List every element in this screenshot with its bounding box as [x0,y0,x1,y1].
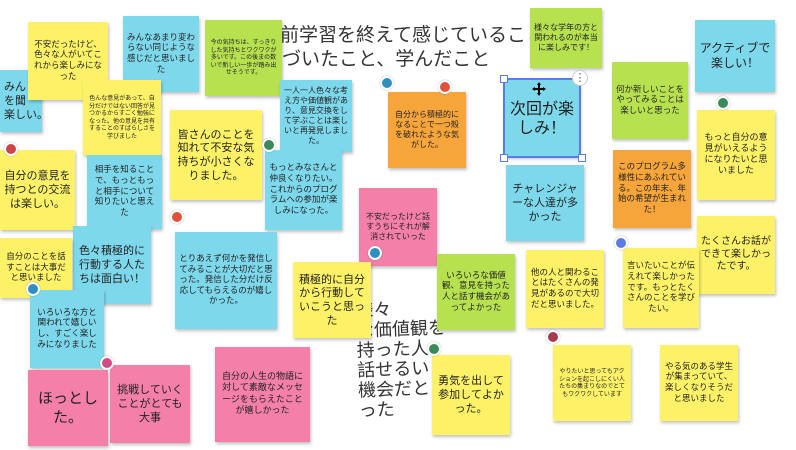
sticky-note[interactable]: 勇気を出して参加してよかった。 [432,355,510,435]
sticky-note[interactable]: たくさんお話ができて楽しかったです。 [697,216,775,294]
collaborator-pin-icon[interactable] [100,356,114,370]
sticky-note[interactable]: 相手を知ることで、もっともっと相手について知りたいと思えた [87,155,162,229]
collaborator-pin-icon[interactable] [438,80,452,94]
collaborator-pin-icon[interactable] [614,236,628,250]
sticky-note[interactable]: 様々な学年の方と関われるのが本当に楽しみです！ [530,8,602,68]
board-title-line2: づいたこと、学んだこと [282,48,491,70]
sticky-note[interactable]: 一人一人色々な考え方や価値観があり、意見交換をして学ぶことは楽しいと再発見しまし… [280,80,352,152]
sticky-note[interactable]: 色んな意見があって、自分だけではない回答が見つかるからすごく勉強になった。他の意… [83,80,161,155]
sticky-note[interactable]: アクティブで楽しい！ [695,20,775,92]
more-options-icon[interactable]: ⋮ [572,70,588,86]
collaborator-pin-icon[interactable] [4,142,18,156]
sticky-note[interactable]: 挑戦していくことがとても大事 [110,365,190,443]
sticky-note[interactable]: 他の人と関わることはたくさんの発見があるので大切だと思いました。 [526,250,604,328]
sticky-note[interactable]: もっとみなさんと仲良くなりたい。これからのプログラムへの参加が楽しみになった。 [265,150,342,230]
sticky-note[interactable]: ほっとした。 [28,370,108,446]
sticky-note[interactable]: 言いたいことが伝えれて楽しかったです。もっとたくさんのことを学びたい。 [623,248,699,328]
sticky-note[interactable]: このプログラム多様性にあふれている。この年末、年始の希望が生まれた！ [613,150,691,228]
sticky-note[interactable]: 積極的に自分から行動していこうと思った [293,262,371,338]
sticky-note-selected[interactable]: 次回が楽しみ！ [504,79,580,157]
collaborator-pin-icon[interactable] [427,342,441,356]
board-title-line1: 前学習を終えて感じていること [280,24,546,46]
sticky-note[interactable]: 皆さんのことを知れて不安な気持ちが小さくなりました。 [170,110,262,200]
sticky-note[interactable]: みんなあまり変わらない同じような感じだと思いました [123,16,199,92]
collaborator-pin-icon[interactable] [170,210,184,224]
sticky-note[interactable]: 自分の意見を持つとの交流は楽しい。 [0,150,75,230]
collaborator-pin-icon[interactable] [716,96,730,110]
sticky-note[interactable]: チャレンジャーな人達が多かった [506,165,584,241]
move-cursor-icon [532,82,546,96]
collaborator-pin-icon[interactable] [262,138,276,152]
sticky-note[interactable]: いろいろな価値観、意見を持った人と話す機会があってよかった [437,254,515,330]
sticky-note[interactable]: 自分から積極的になることで一つ殻を破れたような気がした。 [388,92,466,168]
sticky-note[interactable]: もっと自分の意見がいえるようになりたいと思いました [697,110,775,200]
sticky-note[interactable]: 色々積極的に行動する人たちは面白い！ [73,226,151,304]
resize-handle[interactable] [500,154,508,162]
sticky-note[interactable]: やる気のある学生が集まっていて、楽しくなりそうだと思いました [660,345,738,421]
collaborator-pin-icon[interactable] [368,246,382,260]
collaborator-pin-icon[interactable] [26,282,40,296]
sticky-note[interactable]: とりあえず何かを発信してみることが大切だと思った。発信した分だけ反応してもらえる… [175,232,277,329]
resize-handle[interactable] [578,154,586,162]
collaborator-pin-icon[interactable] [546,330,560,344]
resize-handle[interactable] [500,75,508,83]
sticky-note[interactable]: 自分の人生の物語に対して素敵なメッセージをもらえたことが嬉しかった [215,347,310,442]
collaborator-pin-icon[interactable] [380,76,394,90]
sticky-note[interactable]: 不安だったけど話すうちにそれが解消されていった [359,188,437,266]
sticky-note[interactable]: 今の気持ちは、すっきりした気持ちとワクワクが多いです。この後まの数いで新しい一歩… [205,20,282,96]
sticky-note[interactable]: やりたいと思ってもアクションを起こしにくい人たちの集まりなのでとてもワクワクして… [553,345,631,421]
sticky-note[interactable]: 何か新しいことをやってみることは楽しいと思った [612,62,688,139]
sticky-note[interactable]: いろいろな方と関われて嬉しいし、すごく楽しみになりました [30,290,104,368]
